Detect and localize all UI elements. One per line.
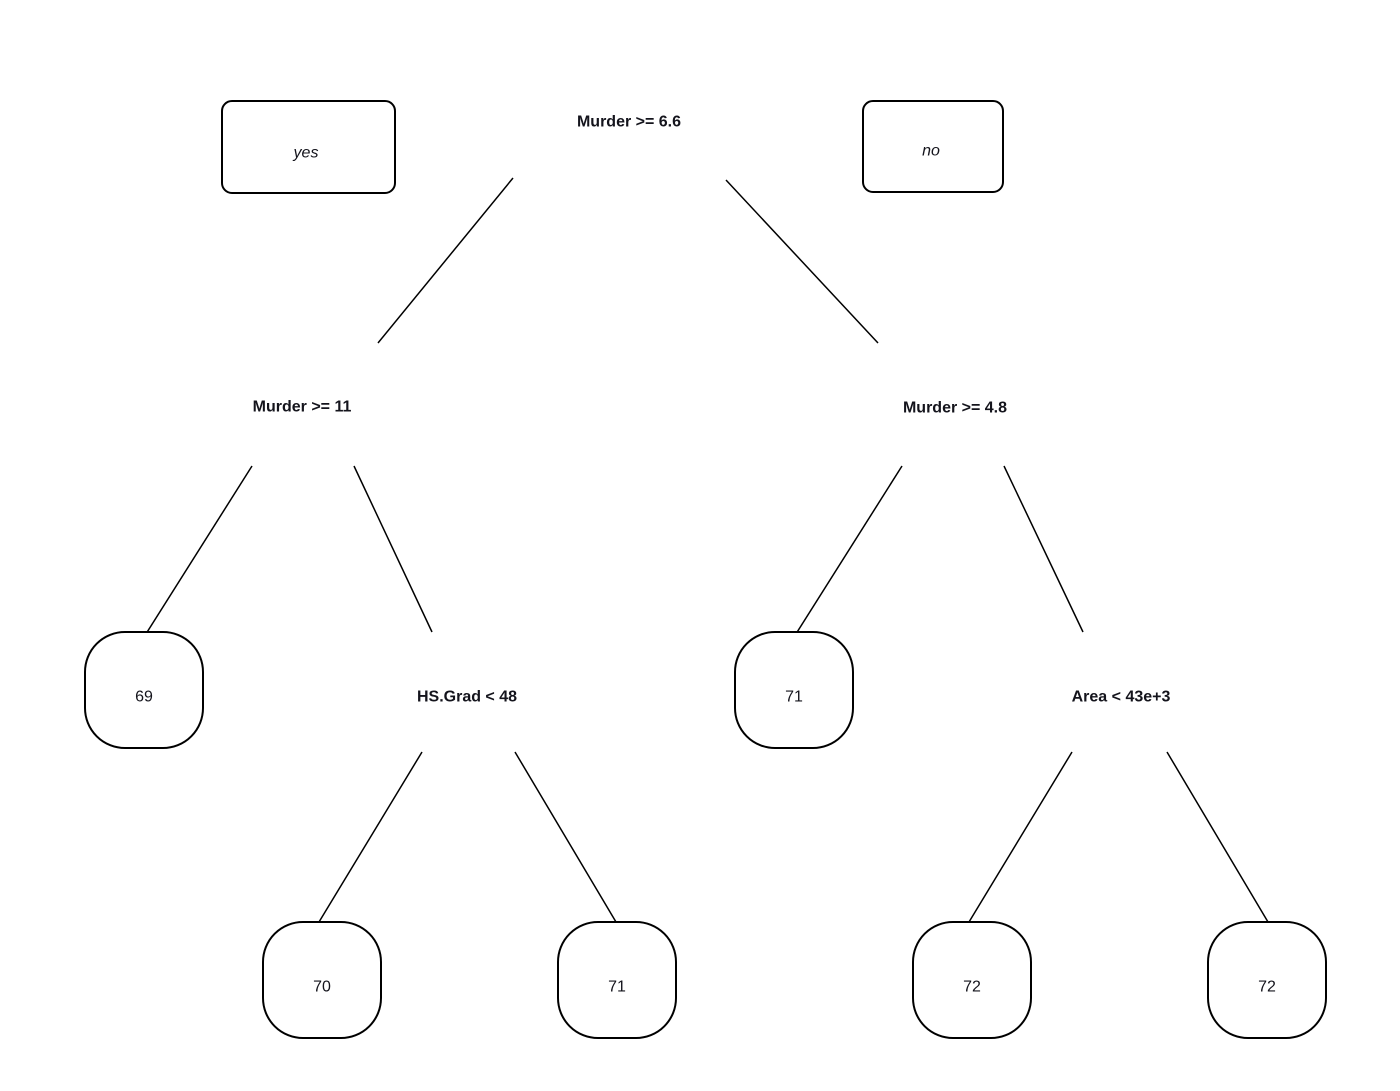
leaf-node-shape-leaf72a: [912, 921, 1032, 1039]
split-node-label-root: Murder >= 6.6: [577, 114, 681, 131]
leaf-node-label-leaf69: 69: [135, 689, 153, 706]
leaf-node-label-leaf70: 70: [313, 979, 331, 996]
leaf-node-shape-leaf71a: [734, 631, 854, 749]
yes-branch-box: [221, 100, 396, 194]
tree-edge-murder48-leaf71a: [793, 465, 903, 638]
leaf-node-shape-leaf69: [84, 631, 204, 749]
split-node-label-murder11: Murder >= 11: [253, 399, 352, 416]
no-branch-label: no: [922, 143, 940, 160]
leaf-node-label-leaf72b: 72: [1258, 979, 1276, 996]
leaf-node-shape-leaf70: [262, 921, 382, 1039]
tree-edge-root-murder11: [377, 177, 514, 344]
tree-edge-murder11-leaf69: [143, 465, 253, 638]
no-branch-box: [862, 100, 1004, 193]
yes-branch-label: yes: [293, 145, 319, 162]
split-node-label-area: Area < 43e+3: [1072, 689, 1171, 706]
leaf-node-label-leaf72a: 72: [963, 979, 981, 996]
leaf-node-label-leaf71b: 71: [608, 979, 626, 996]
tree-edge-murder11-hsgrad: [353, 465, 433, 633]
split-node-label-murder48: Murder >= 4.8: [903, 400, 1007, 417]
tree-edge-hsgrad-leaf71b: [514, 751, 617, 923]
tree-edge-hsgrad-leaf70: [318, 751, 423, 923]
leaf-node-shape-leaf72b: [1207, 921, 1327, 1039]
tree-edge-area-leaf72a: [968, 751, 1073, 923]
leaf-node-label-leaf71a: 71: [785, 689, 803, 706]
tree-edge-area-leaf72b: [1166, 751, 1269, 923]
tree-edge-murder48-area: [1003, 465, 1084, 633]
tree-edge-root-murder48: [725, 179, 879, 344]
leaf-node-shape-leaf71b: [557, 921, 677, 1039]
split-node-label-hsgrad: HS.Grad < 48: [417, 689, 517, 706]
